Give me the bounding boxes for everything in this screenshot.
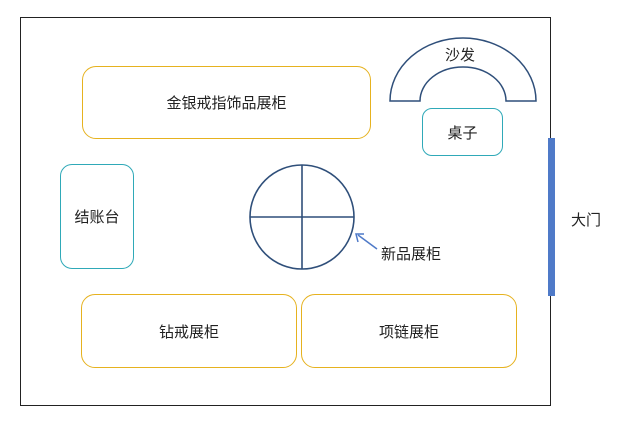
pointer-arrow-icon [355, 233, 378, 250]
sofa-label: 沙发 [445, 46, 476, 64]
jewelry-cabinet: 金银戒指饰品展柜 [82, 66, 371, 139]
checkout-label: 结账台 [74, 208, 120, 226]
main-door-shape [548, 138, 555, 296]
ring-cabinet: 钻戒展柜 [81, 294, 297, 368]
necklace-cabinet-label: 项链展柜 [378, 322, 439, 341]
table-label: 桌子 [447, 123, 478, 142]
necklace-cabinet: 项链展柜 [301, 294, 517, 368]
gate-label: 大门 [571, 211, 602, 229]
new-product-cabinet-shape [249, 164, 355, 270]
new-cabinet-label: 新品展柜 [381, 245, 442, 263]
ring-cabinet-label: 钻戒展柜 [158, 322, 219, 341]
jewelry-cabinet-label: 金银戒指饰品展柜 [166, 94, 287, 112]
checkout-counter: 结账台 [60, 164, 134, 269]
table: 桌子 [422, 108, 503, 156]
sofa-shape [389, 37, 537, 102]
